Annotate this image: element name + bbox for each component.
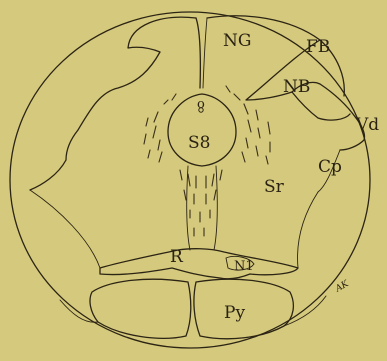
dorsal-median-fissure [196, 18, 200, 88]
label-sr: Sr [264, 177, 285, 197]
label-py: Py [224, 303, 245, 323]
left-pyramid [90, 279, 191, 338]
label-s8: S8 [188, 133, 210, 153]
label-nb: NB [283, 77, 310, 97]
transverse-band [100, 249, 298, 279]
label-fb: FB [306, 37, 330, 57]
label-r: R [170, 247, 184, 267]
left-lateral-bundle [30, 190, 100, 268]
label-vd: Vd [355, 115, 379, 135]
left-dorsal-lobe [30, 17, 196, 190]
label-ng: NG [223, 31, 251, 51]
label-n1: N1 [234, 259, 254, 274]
artist-signature: AK [333, 278, 351, 294]
label-cp: Cp [318, 157, 342, 177]
stipple-hatching [144, 86, 270, 236]
label-o: o [197, 97, 205, 112]
